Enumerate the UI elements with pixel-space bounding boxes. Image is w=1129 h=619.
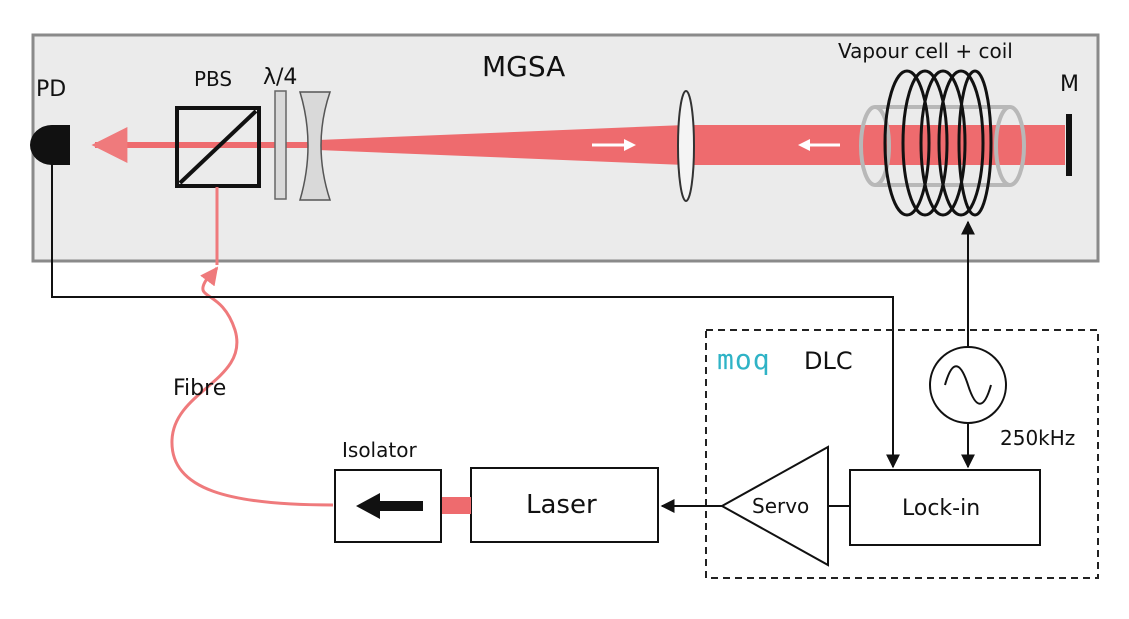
quarter-wave-label: λ/4 xyxy=(263,65,297,90)
coil xyxy=(883,69,993,217)
brand-suffix: DLC xyxy=(804,347,853,375)
frequency-label: 250kHz xyxy=(1000,426,1075,450)
isolator-label: Isolator xyxy=(342,438,417,462)
mirror xyxy=(1066,114,1072,176)
lockin-box xyxy=(849,469,1041,546)
quarter-wave-plate xyxy=(274,90,287,200)
servo-amplifier xyxy=(719,445,829,567)
vapour-cell-label: Vapour cell + coil xyxy=(838,39,1013,63)
concave-lens xyxy=(298,91,332,201)
fibre-label: Fibre xyxy=(173,376,226,401)
pbs-label: PBS xyxy=(194,67,232,91)
mirror-label: M xyxy=(1060,72,1079,97)
pd-label: PD xyxy=(36,77,66,102)
laser-beam-taper xyxy=(318,125,685,165)
dlc-enclosure xyxy=(705,329,1099,579)
pbs-cube xyxy=(175,106,261,188)
isolator-arrow-icon xyxy=(356,493,423,519)
laser-box xyxy=(470,467,659,543)
laser-beam-wide xyxy=(685,125,1065,165)
mgsa-label: MGSA xyxy=(482,50,565,83)
beam-arrow-right xyxy=(592,139,636,151)
fibre-cable xyxy=(170,266,334,507)
brand-logo: moq xyxy=(717,343,771,376)
convex-lens xyxy=(677,90,695,202)
lockin-label: Lock-in xyxy=(902,496,980,521)
servo-label: Servo xyxy=(752,494,809,518)
laser-label: Laser xyxy=(526,490,597,520)
pd-signal-wire xyxy=(51,160,900,469)
laser-to-isolator-beam xyxy=(441,497,471,514)
beam-arrow-left xyxy=(798,139,840,151)
